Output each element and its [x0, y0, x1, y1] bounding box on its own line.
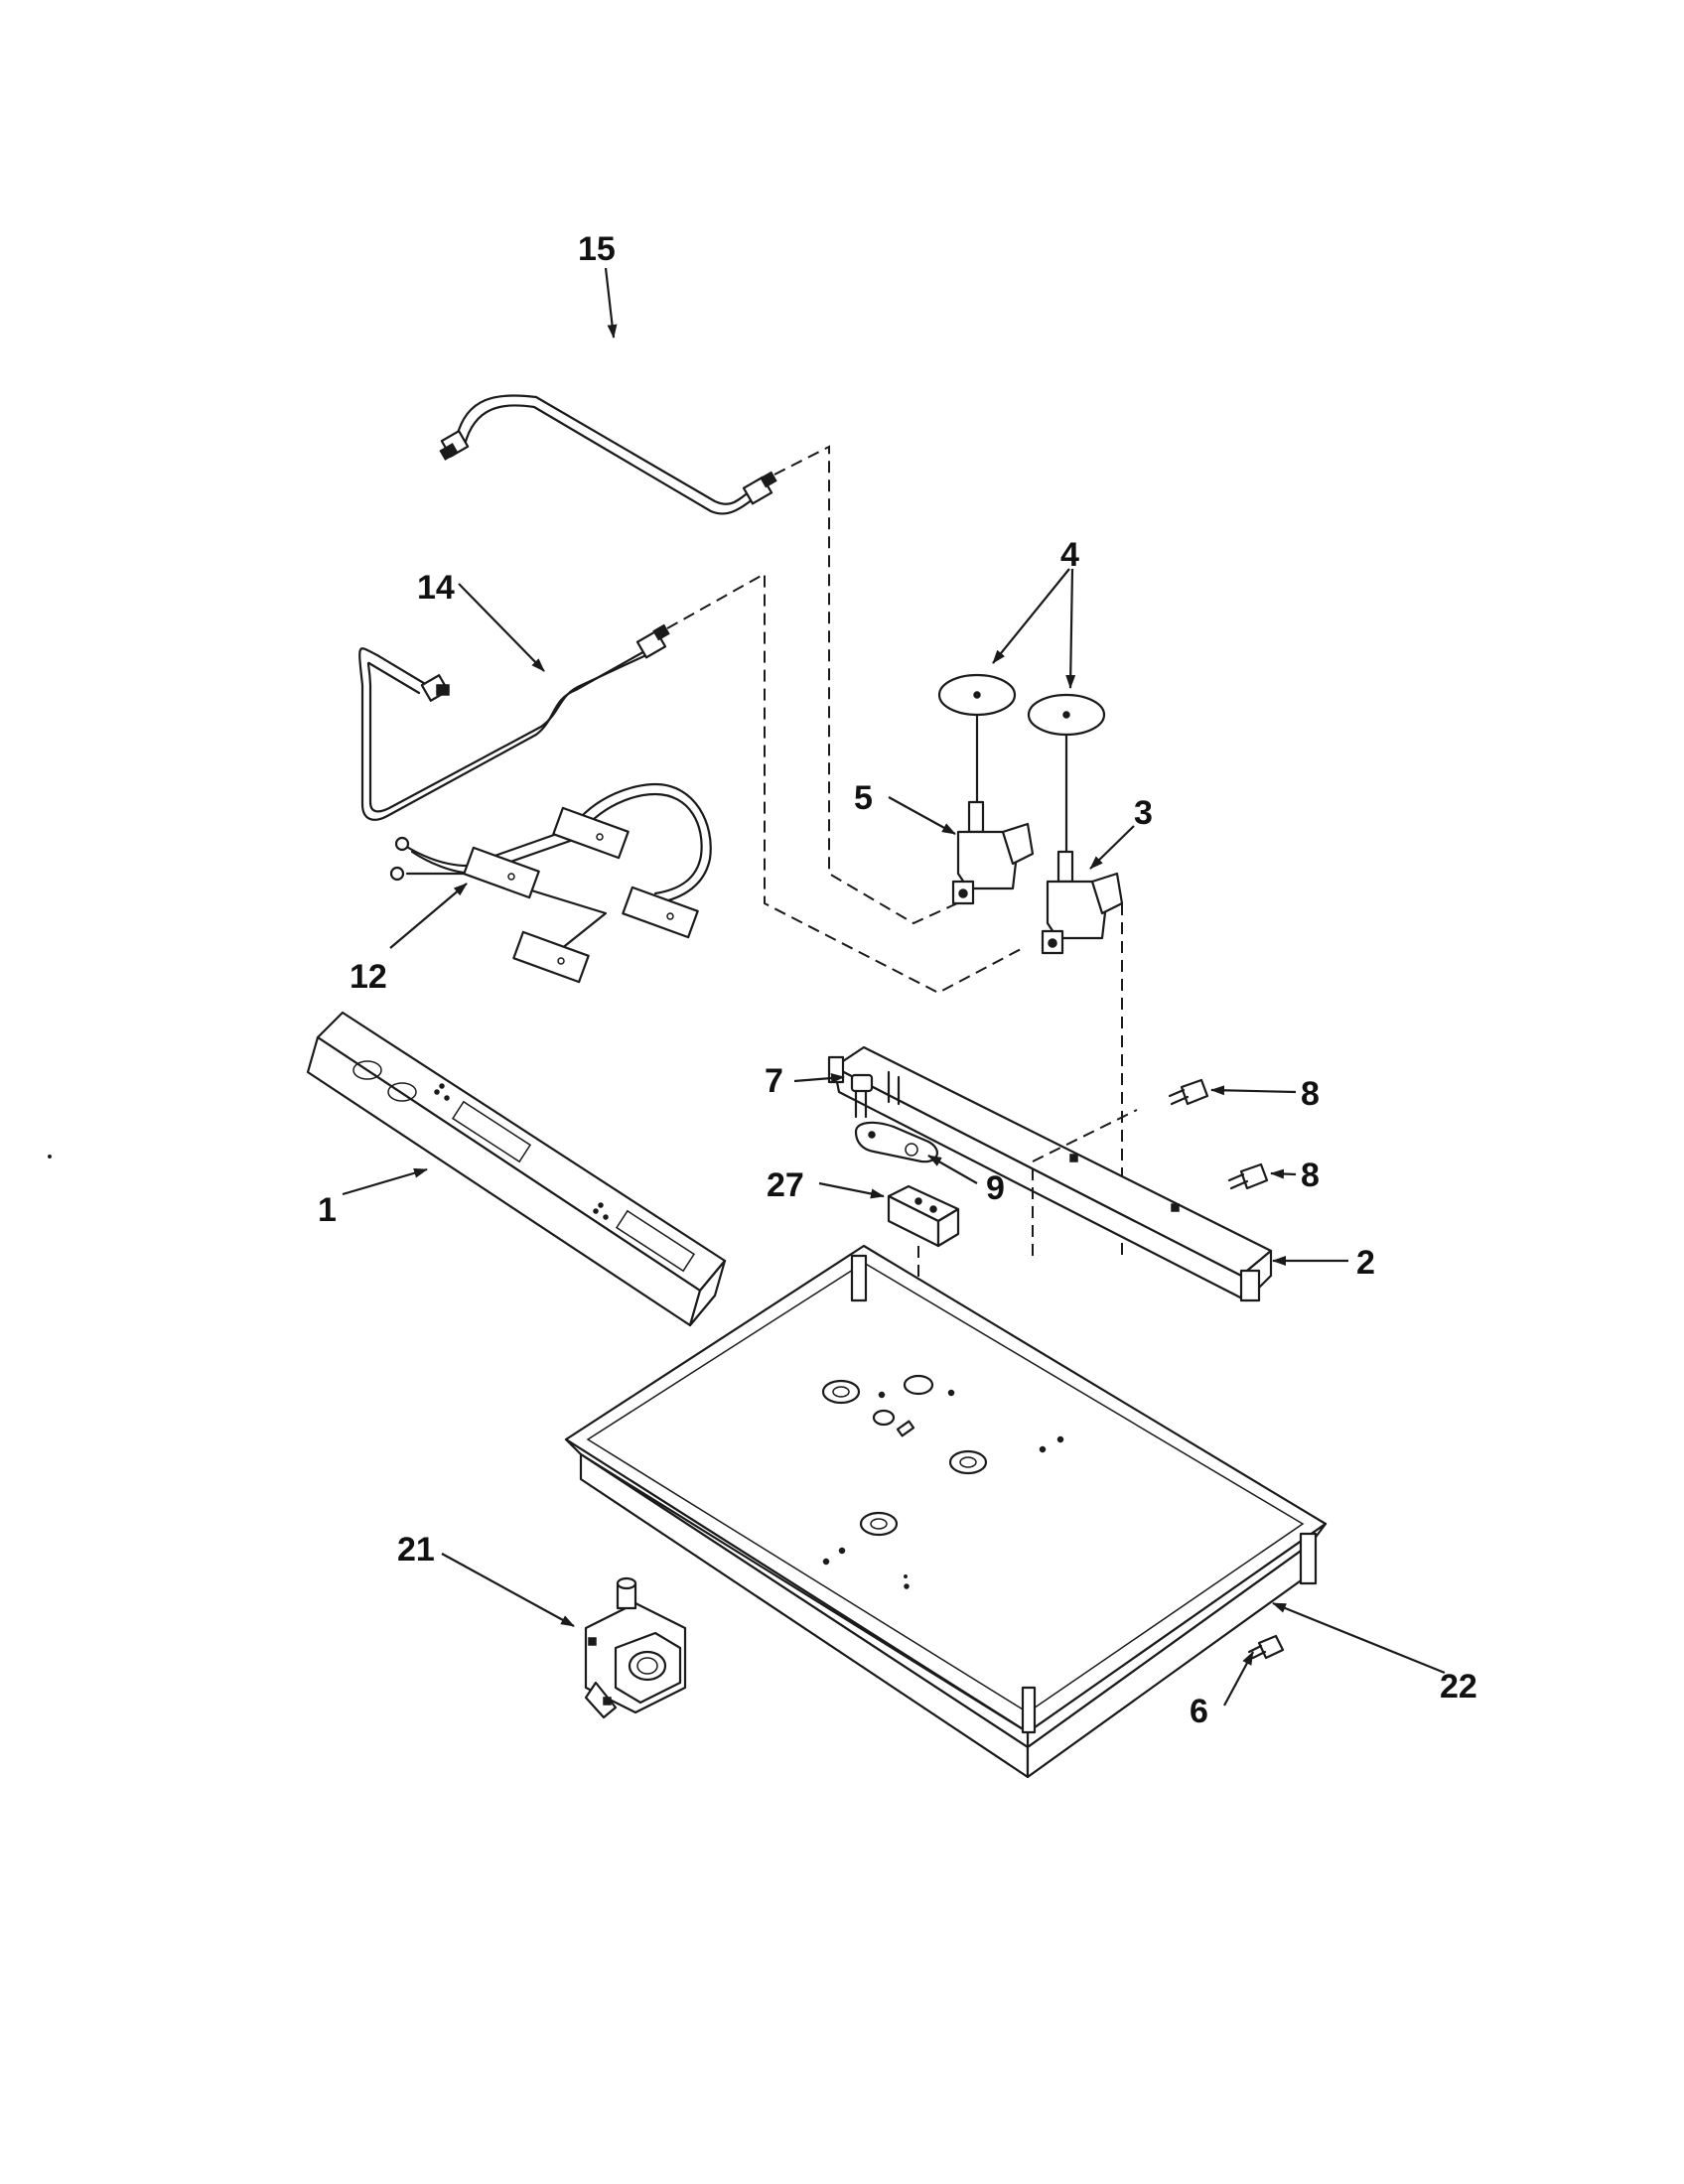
part-14-gas-tube: [358, 572, 1024, 995]
callout-7: 7: [765, 1062, 783, 1100]
part-27-block: [887, 1184, 960, 1430]
leader-arrows: [342, 267, 1446, 1706]
callout-6: 6: [1190, 1693, 1208, 1730]
callout-27: 27: [767, 1166, 804, 1204]
callout-12: 12: [350, 958, 387, 996]
callout-8-lower: 8: [1301, 1157, 1320, 1194]
callout-labels: 15 14 4 5 3 12 7 8 8 9 27 1 2 21 22 6: [318, 230, 1477, 1730]
part-22-burner-box: [564, 1244, 1328, 1779]
callout-2: 2: [1356, 1244, 1375, 1282]
part-7-screw: [850, 1073, 874, 1119]
part-12-igniter-harness: [389, 782, 712, 984]
callout-1: 1: [318, 1191, 337, 1229]
callout-15: 15: [578, 230, 616, 268]
callout-4: 4: [1060, 536, 1079, 574]
part-4-discs: [937, 673, 1106, 856]
callout-8-upper: 8: [1301, 1075, 1320, 1113]
callout-3: 3: [1134, 794, 1153, 832]
part-6-screw: [1247, 1634, 1285, 1660]
part-5-valve: [951, 800, 1035, 905]
part-21-regulator: [584, 1576, 687, 1719]
part-15-gas-tube: [439, 394, 969, 925]
callout-22: 22: [1440, 1668, 1477, 1706]
callout-5: 5: [854, 779, 873, 817]
speck: [48, 1155, 52, 1159]
speck: [904, 1574, 908, 1578]
callout-9: 9: [986, 1169, 1005, 1207]
part-2-bracket: [827, 1045, 1273, 1302]
part-8-screws: [1168, 1078, 1269, 1190]
part-1-manifold-panel: [306, 1011, 727, 1327]
callout-21: 21: [397, 1531, 435, 1569]
callout-14: 14: [417, 569, 455, 607]
